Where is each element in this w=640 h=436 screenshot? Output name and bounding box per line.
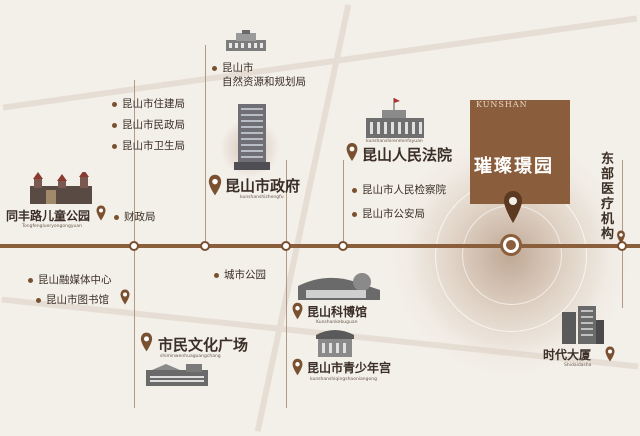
gov-pin-icon	[208, 174, 222, 196]
project-name: 璀璨璟园	[474, 156, 554, 177]
youth-palace-pin-icon	[292, 358, 303, 376]
city-park-label: 城市公园	[214, 267, 266, 282]
connector-line	[205, 45, 206, 248]
project-node-center	[506, 240, 516, 250]
youth-palace-label: 昆山市青少年宫	[307, 361, 392, 375]
procuratorate-label: 昆山市人民检察院	[352, 182, 446, 197]
east-medical-label: 东部医疗机构	[601, 152, 615, 242]
east-medical-pin-icon	[617, 230, 625, 244]
museum-pinyin: Kunshankebuguan	[316, 320, 358, 325]
youth-palace-building-icon	[316, 330, 354, 357]
axis-node	[200, 241, 210, 251]
natural-resources-building-icon	[226, 30, 266, 51]
background-street	[2, 15, 638, 111]
project-brand: KUNSHAN	[476, 100, 528, 109]
axis-node	[281, 241, 291, 251]
axis-node	[338, 241, 348, 251]
library-label: 昆山市图书馆	[36, 292, 109, 307]
court-pinyin: kunshanshirenminfayuan	[366, 139, 423, 144]
times-building-pinyin: Shidaidasha	[564, 363, 592, 368]
museum-building-icon	[298, 273, 380, 300]
kids-park-castle-icon	[30, 172, 92, 204]
main-axis-line	[0, 244, 640, 248]
kids-park-label: 同丰路儿童公园	[6, 209, 91, 223]
museum-pin-icon	[292, 302, 303, 320]
court-pin-icon	[346, 143, 358, 161]
connector-line	[343, 160, 344, 248]
project-panel	[470, 100, 570, 204]
civic-plaza-pin-icon	[140, 332, 153, 352]
kids-park-pinyin: Tongfenglueryongongyuan	[22, 224, 82, 229]
gov-pinyin: kunshanshizhengfu	[240, 195, 284, 200]
bureau-zhujian: 昆山市住建局	[112, 96, 185, 111]
government-tower-icon	[234, 104, 270, 170]
media-center-label: 昆山融媒体中心	[28, 272, 112, 287]
museum-label: 昆山科博馆	[307, 305, 368, 319]
connector-line	[134, 248, 135, 408]
connector-line	[286, 248, 287, 408]
times-building-icon	[562, 306, 604, 344]
court-label: 昆山人民法院	[362, 146, 453, 164]
connector-line	[286, 160, 287, 248]
civic-plaza-label: 市民文化广场	[158, 336, 249, 354]
gov-label: 昆山市政府	[225, 177, 301, 195]
ziran-label-line1: 昆山市	[212, 60, 254, 75]
civic-plaza-pinyin: shiminwenhuaguangchang	[160, 354, 221, 359]
library-pin-icon	[120, 289, 130, 305]
kids-park-pin-icon	[96, 205, 106, 221]
connector-line	[134, 80, 135, 248]
project-pin-icon	[504, 191, 522, 223]
times-building-pin-icon	[605, 346, 615, 362]
court-building-icon	[366, 98, 424, 138]
connector-line	[622, 160, 623, 248]
times-building-label: 时代大厦	[543, 348, 592, 362]
connector-line	[622, 248, 623, 308]
finance-bureau: 财政局	[114, 209, 156, 224]
youth-palace-pinyin: kunshanshiqingshaoniangong	[310, 377, 377, 382]
axis-node	[129, 241, 139, 251]
civic-plaza-building-icon	[146, 364, 208, 386]
police-label: 昆山市公安局	[352, 206, 425, 221]
bureau-weisheng: 昆山市卫生局	[112, 138, 185, 153]
bureau-minzheng: 昆山市民政局	[112, 117, 185, 132]
ziran-label-line2: 自然资源和规划局	[222, 76, 306, 88]
